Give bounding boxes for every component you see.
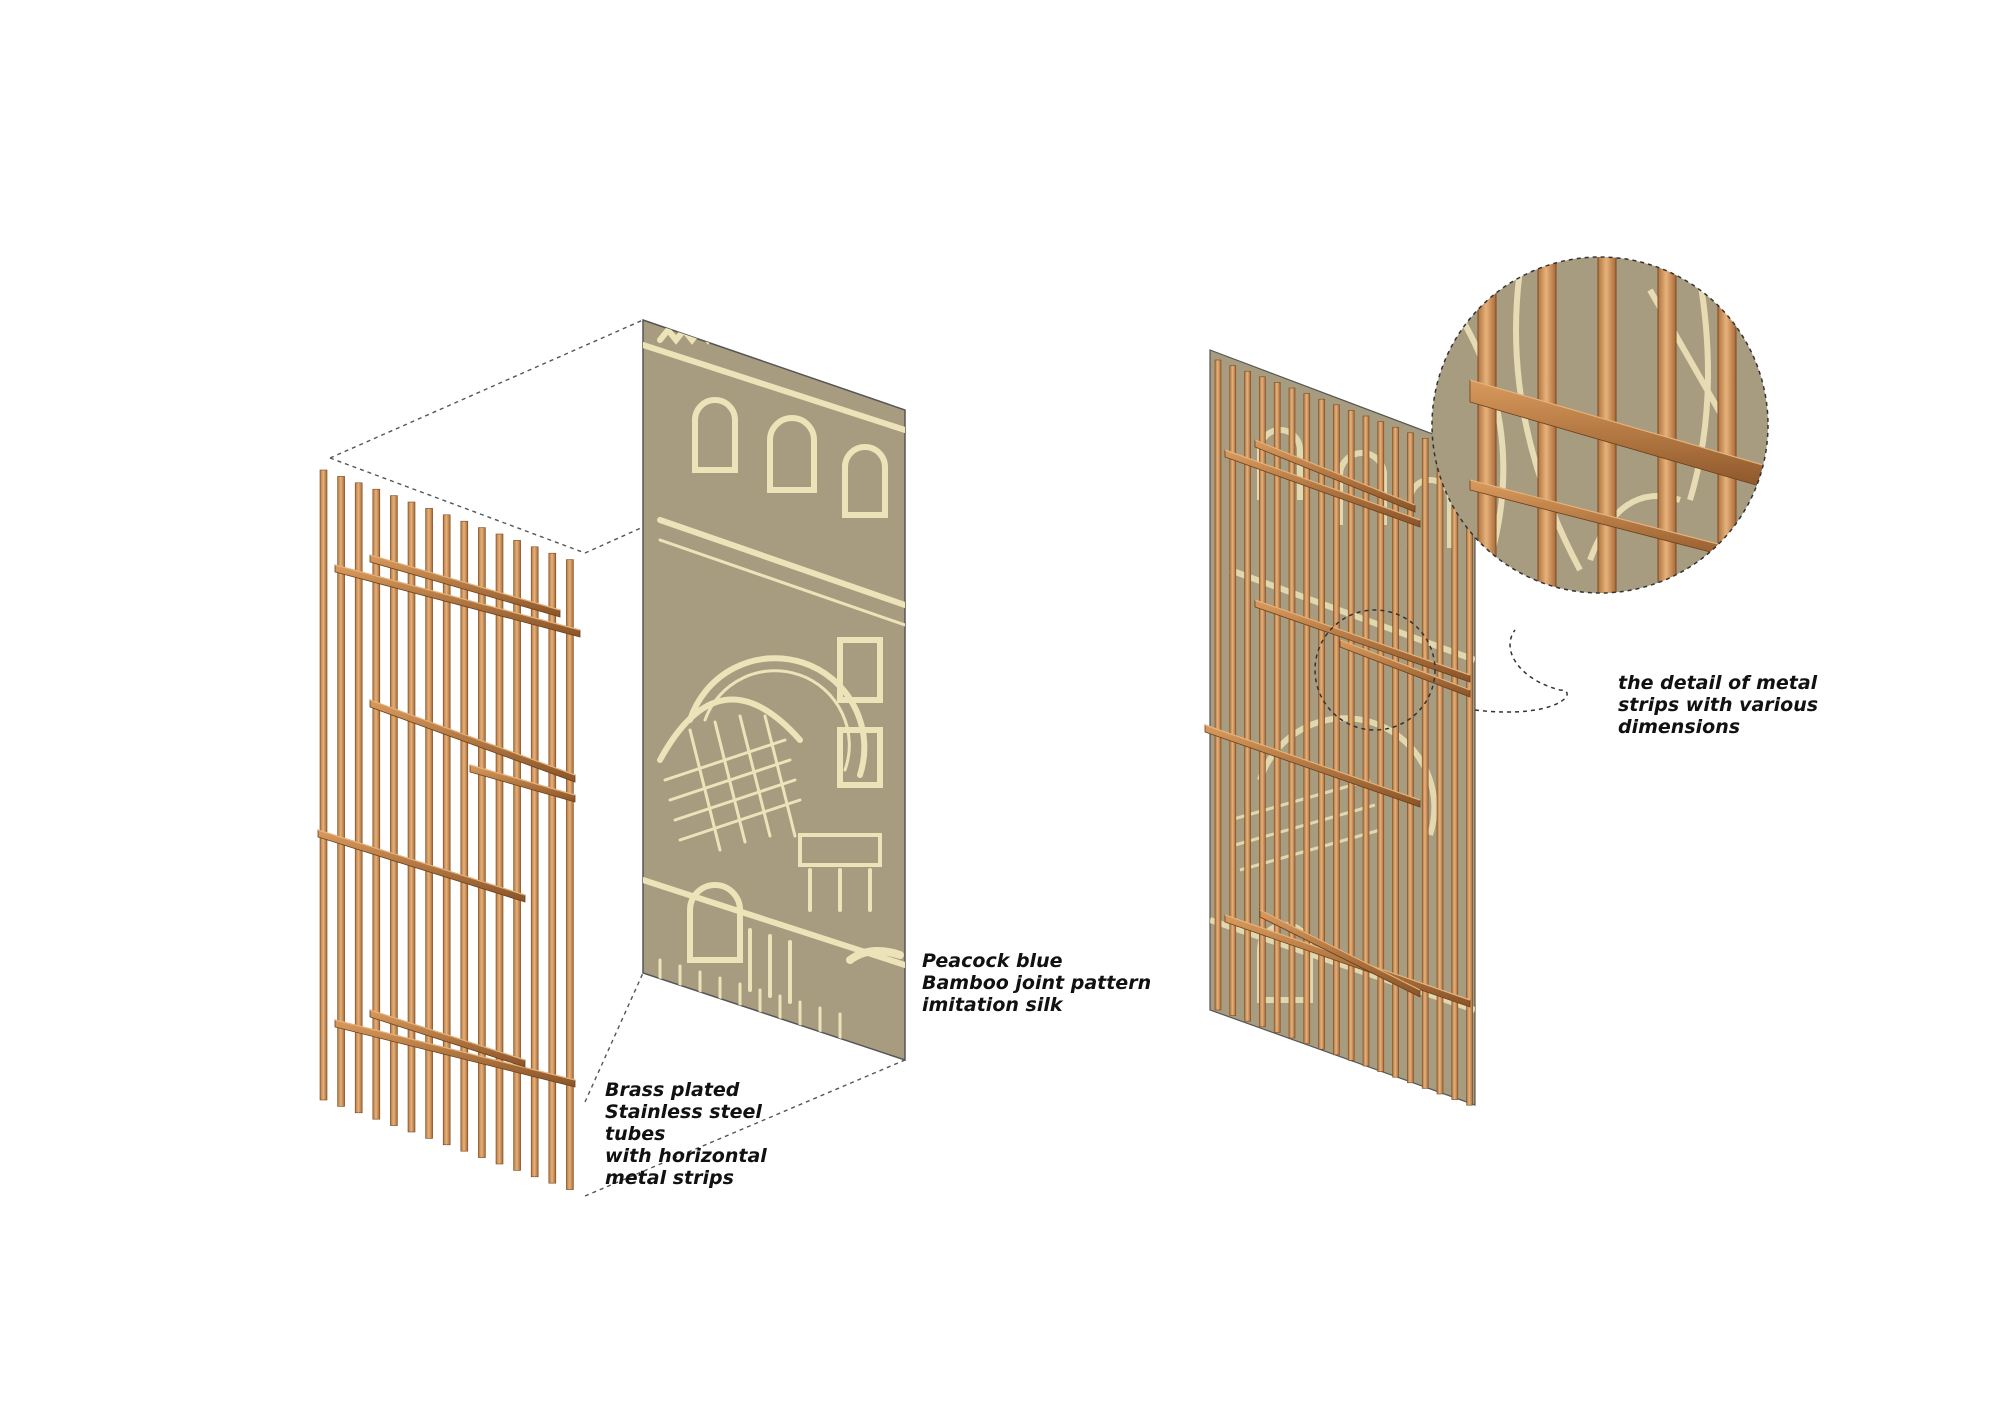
brass-tube [495, 533, 504, 1165]
brass-tube [319, 469, 328, 1101]
tubes-label: Brass plated Stainless steel tubes with … [605, 1079, 767, 1189]
metal-strip-highlight [317, 829, 526, 896]
brass-tube [1318, 398, 1325, 1050]
metal-strip-highlight [1259, 909, 1421, 991]
horizontal-strips [317, 554, 581, 1088]
brass-tube [1466, 454, 1473, 1106]
tubes-label-line: Stainless steel [605, 1101, 762, 1123]
tubes-label-line: tubes [605, 1123, 666, 1145]
guide-lines [329, 319, 906, 1197]
building-facade-illustration [643, 325, 905, 1060]
metal-strip [334, 1019, 576, 1088]
brass-tube [1214, 359, 1222, 1011]
brass-tube [1392, 426, 1399, 1078]
brass-tube [1288, 387, 1296, 1039]
brass-tube [566, 559, 574, 1190]
metal-strip-highlight [1339, 639, 1471, 691]
brass-tube [513, 540, 521, 1171]
brass-tube [548, 552, 557, 1184]
metal-strip-highlight [1224, 449, 1421, 521]
detail-label: the detail of metal strips with various … [1618, 672, 1818, 738]
brass-tube [442, 514, 451, 1146]
metal-strip-highlight [1204, 724, 1421, 801]
metal-strip-highlight [369, 699, 576, 776]
brass-tube [425, 508, 433, 1139]
tubes-label-line: metal strips [605, 1167, 734, 1189]
brass-tube [372, 488, 381, 1120]
brass-tube [1333, 404, 1340, 1056]
brass-tube [530, 546, 539, 1178]
brass-tube [1273, 382, 1281, 1033]
brass-tube [1244, 370, 1251, 1022]
metal-strip-highlight [334, 1019, 576, 1081]
vertical-tubes [319, 469, 574, 1190]
silk-label: Peacock blue Bamboo joint pattern imitat… [922, 950, 1151, 1016]
magnified-tube [1717, 257, 1737, 593]
vertical-tubes-assembled [1214, 359, 1473, 1106]
silk-panel [642, 318, 906, 1062]
assembled-panel [1204, 349, 1476, 1106]
brass-tube [460, 520, 469, 1152]
metal-strip-highlight [1469, 379, 1768, 471]
silk-label-line: Bamboo joint pattern [922, 972, 1152, 994]
magnified-tube [1537, 257, 1557, 593]
silk-label-line: Peacock blue [922, 950, 1063, 972]
brass-tube [1421, 438, 1429, 1089]
metal-strip-highlight [334, 564, 581, 631]
metal-strip [317, 829, 526, 903]
metal-strip-highlight [469, 764, 576, 796]
brass-tube [407, 501, 416, 1133]
horizontal-strips-assembled [1204, 439, 1471, 1008]
tubes-label-line: with horizontal [605, 1145, 767, 1167]
tube-frame [317, 469, 581, 1190]
magnified-tube [1778, 250, 1796, 610]
brass-tube [1407, 432, 1414, 1084]
metal-strip [334, 564, 581, 638]
tubes-label-line: Brass plated [605, 1079, 740, 1101]
metal-strip-highlight [369, 554, 561, 611]
silk-label-line: imitation silk [922, 994, 1063, 1016]
magnified-tube [1657, 257, 1677, 593]
detail-callout-circle [1314, 250, 1796, 731]
magnified-tube [1477, 257, 1497, 593]
brass-tube [1303, 393, 1311, 1044]
brass-tube [1362, 415, 1370, 1067]
brass-tube [1229, 365, 1237, 1016]
detail-label-line: strips with various [1618, 694, 1819, 716]
brass-tube [1259, 376, 1266, 1028]
brass-tube [1347, 410, 1355, 1061]
brass-tube [354, 482, 363, 1114]
brass-tube [1377, 421, 1385, 1072]
metal-strip-highlight [369, 1009, 526, 1061]
brass-tube [478, 527, 486, 1158]
detail-label-line: the detail of metal [1618, 672, 1818, 694]
metal-strip-highlight [1254, 439, 1416, 506]
detail-label-line: dimensions [1618, 716, 1741, 738]
brass-tube [337, 476, 345, 1107]
brass-tube [390, 495, 398, 1126]
